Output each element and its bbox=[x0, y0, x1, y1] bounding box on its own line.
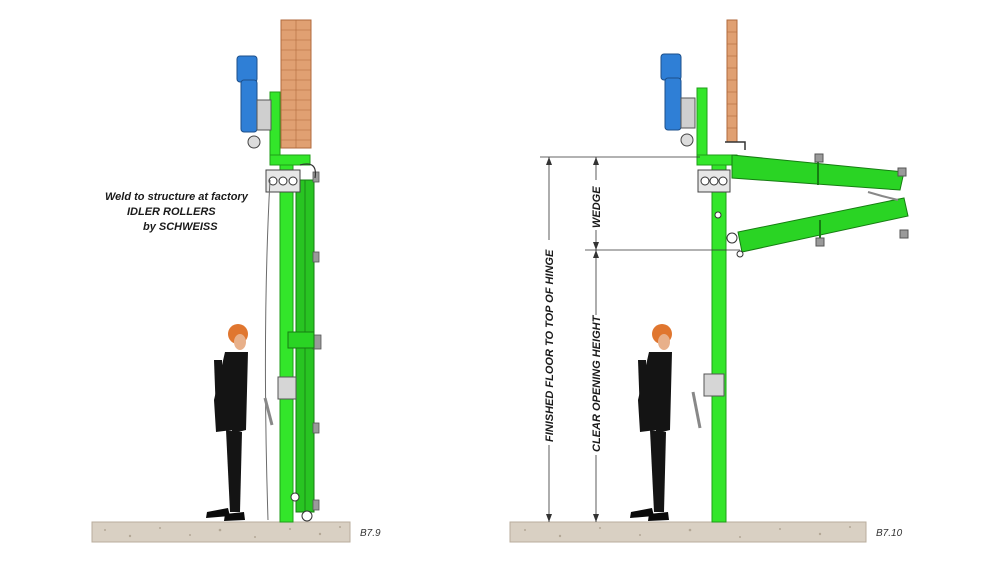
cable-left bbox=[264, 179, 271, 521]
door-panels-open-right bbox=[731, 153, 909, 253]
right-panel: WEDGE FINISHED FLOOR TO TOP OF HINGE CLE… bbox=[509, 19, 909, 543]
bottom-latch-left bbox=[290, 492, 313, 522]
note-weld-structure: Weld to structure at factory bbox=[105, 191, 249, 203]
left-panel: Weld to structure at factory IDLER ROLLE… bbox=[91, 19, 381, 543]
motor-right bbox=[660, 53, 696, 147]
door-handle-left bbox=[263, 376, 297, 426]
ground-slab-left bbox=[91, 521, 351, 543]
brick-header-right bbox=[725, 19, 746, 150]
dim-label-wedge: WEDGE bbox=[591, 186, 603, 228]
top-bracket-right bbox=[696, 87, 708, 161]
idler-rollers-left bbox=[265, 169, 301, 193]
brick-header-left bbox=[280, 19, 312, 149]
idler-rollers-right bbox=[697, 169, 731, 193]
door-hinges-left bbox=[312, 171, 322, 511]
figure-label-right: B7.10 bbox=[876, 528, 903, 539]
dim-label-clear-opening: CLEAR OPENING HEIGHT bbox=[591, 314, 603, 452]
dimension-lines bbox=[540, 156, 740, 522]
note-by-schweiss: by SCHWEISS bbox=[143, 221, 218, 233]
person-figure-left bbox=[206, 324, 248, 521]
figure-label-left: B7.9 bbox=[360, 528, 381, 539]
note-idler-rollers: IDLER ROLLERS bbox=[127, 206, 216, 218]
dim-label-finished-floor: FINISHED FLOOR TO TOP OF HINGE bbox=[544, 249, 556, 442]
dimension-arrows bbox=[546, 157, 599, 522]
motor-left bbox=[236, 55, 272, 149]
person-figure-right bbox=[630, 324, 672, 521]
door-handle-right bbox=[691, 373, 725, 429]
ground-slab-right bbox=[509, 521, 867, 543]
